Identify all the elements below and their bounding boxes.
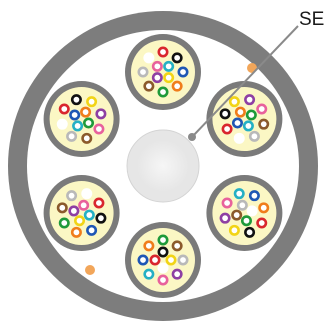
- fiber: [56, 118, 68, 130]
- fiber: [70, 226, 82, 238]
- buffer-tube-gel: [212, 87, 277, 151]
- fiber: [157, 234, 169, 246]
- fiber: [83, 117, 95, 129]
- buffer-tube-gel: [49, 181, 114, 245]
- fiber: [70, 94, 82, 106]
- fiber: [246, 205, 258, 217]
- fiber: [258, 202, 270, 214]
- fiber: [66, 190, 78, 202]
- ripcord-bottom-left: [85, 265, 95, 275]
- fiber: [163, 72, 175, 84]
- fiber: [72, 120, 84, 132]
- fiber: [171, 52, 183, 64]
- fiber: [95, 108, 107, 120]
- fiber: [69, 109, 81, 121]
- callout-group: SE: [188, 9, 324, 141]
- buffer-tube-gel: [49, 87, 114, 151]
- fiber: [143, 80, 155, 92]
- fiber: [58, 103, 70, 115]
- fiber: [165, 254, 177, 266]
- tube-upper-left: [43, 81, 120, 157]
- tube-lower-left: [43, 175, 120, 251]
- fiber: [228, 96, 240, 108]
- fiber: [171, 80, 183, 92]
- fiber: [151, 60, 163, 72]
- fiber: [256, 103, 268, 115]
- fiber: [66, 130, 78, 142]
- fiber: [240, 215, 252, 227]
- fiber: [177, 254, 189, 266]
- callout-label: SE: [299, 9, 324, 30]
- fiber: [242, 120, 254, 132]
- callout-leader-line: [191, 25, 299, 138]
- fiber: [219, 212, 231, 224]
- fiber: [258, 118, 270, 130]
- fiber: [236, 199, 248, 211]
- fiber: [233, 188, 245, 200]
- fiber: [93, 197, 105, 209]
- fiber: [157, 86, 169, 98]
- fiber: [81, 132, 93, 144]
- fiber: [143, 268, 155, 280]
- fiber: [151, 72, 163, 84]
- fiber: [177, 66, 189, 78]
- fiber: [86, 96, 98, 108]
- fiber: [157, 262, 169, 274]
- tube-lower-right: [206, 175, 283, 251]
- fiber: [221, 197, 233, 209]
- fiber: [58, 217, 70, 229]
- fiber: [74, 215, 86, 227]
- buffer-tube-gel: [212, 181, 277, 245]
- fiber: [149, 254, 161, 266]
- fiber: [157, 274, 169, 286]
- fiber: [163, 60, 175, 72]
- fiber: [219, 108, 231, 120]
- fiber: [143, 52, 155, 64]
- fiber: [171, 268, 183, 280]
- fiber: [228, 224, 240, 236]
- fiber: [81, 188, 93, 200]
- fiber: [83, 209, 95, 221]
- fiber: [78, 199, 90, 211]
- fiber: [256, 217, 268, 229]
- tube-bottom: [125, 222, 201, 298]
- strength-member-core: [137, 140, 189, 192]
- fiber: [68, 205, 80, 217]
- fiber: [244, 94, 256, 106]
- tube-upper-right: [206, 81, 283, 157]
- fiber: [244, 226, 256, 238]
- tube-top: [125, 34, 201, 110]
- fiber: [137, 254, 149, 266]
- fiber: [80, 106, 92, 118]
- fiber: [93, 123, 105, 135]
- fiber: [56, 202, 68, 214]
- fiber: [86, 224, 98, 236]
- fiber: [248, 190, 260, 202]
- fiber: [245, 109, 257, 121]
- fiber: [171, 240, 183, 252]
- fiber: [157, 46, 169, 58]
- fiber: [137, 66, 149, 78]
- fiber: [248, 130, 260, 142]
- fiber: [233, 132, 245, 144]
- fiber: [221, 123, 233, 135]
- fiber: [143, 240, 155, 252]
- fiber: [231, 209, 243, 221]
- callout-anchor-dot: [188, 133, 196, 141]
- fiber: [157, 246, 169, 258]
- fiber: [231, 117, 243, 129]
- fiber: [234, 106, 246, 118]
- cable-group: [8, 11, 318, 321]
- fiber: [95, 212, 107, 224]
